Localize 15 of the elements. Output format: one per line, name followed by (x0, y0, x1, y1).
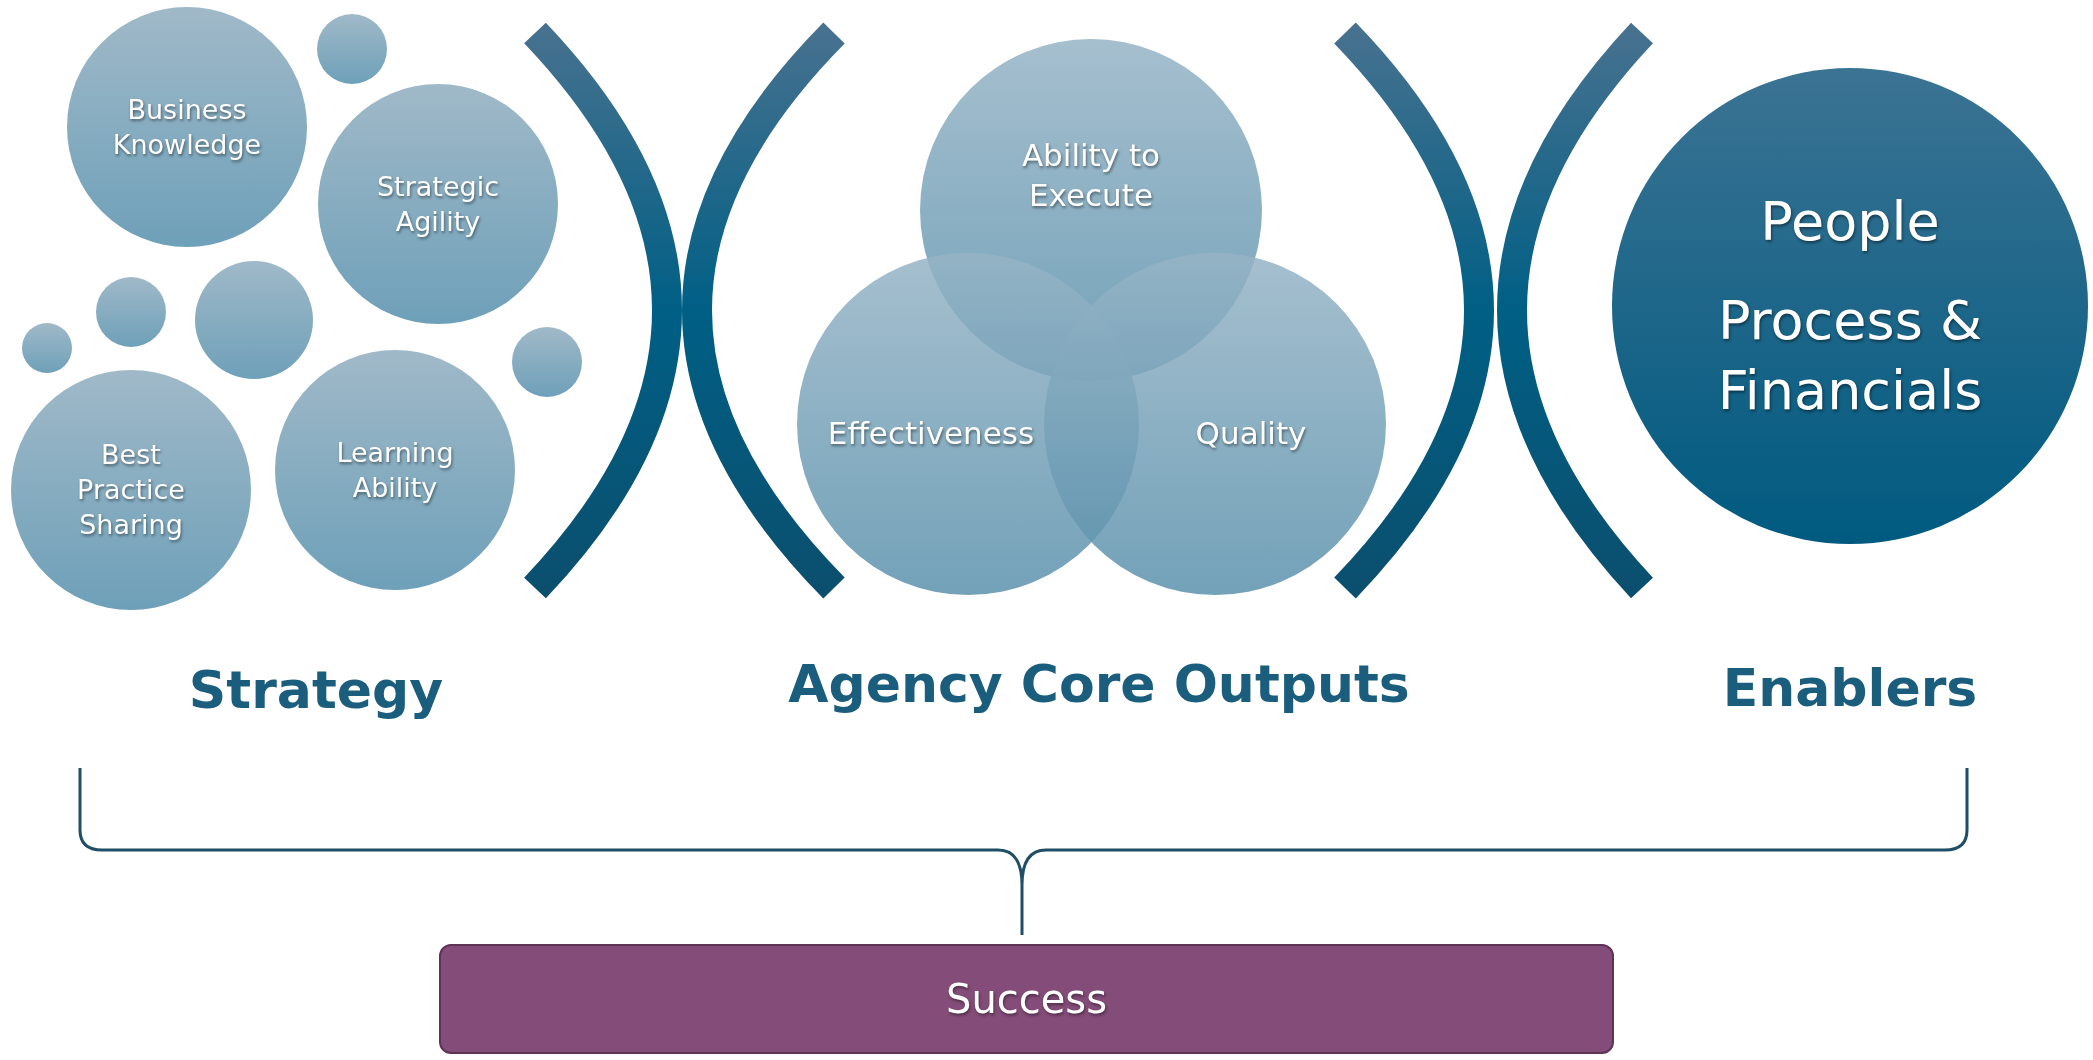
circle-label: Process & Financials (1716, 287, 1984, 424)
small-circle (22, 323, 72, 373)
circle-label: People (1759, 188, 1941, 255)
circle-label: Effectiveness (826, 413, 1036, 453)
circle-label: Learning Ability (335, 435, 455, 505)
result-box (439, 944, 1614, 1054)
section-heading: Strategy (188, 660, 444, 720)
circle-label: Best Practice Sharing (76, 438, 186, 543)
section-heading: Enablers (1722, 658, 1978, 718)
circle-label: Ability to Execute (1020, 135, 1162, 215)
circle-label: Strategic Agility (375, 169, 501, 239)
circle-label: Business Knowledge (111, 92, 263, 162)
box-label: Success (946, 976, 1107, 1022)
circle-label: Quality (1194, 413, 1308, 453)
section-heading: Agency Core Outputs (788, 654, 1410, 714)
